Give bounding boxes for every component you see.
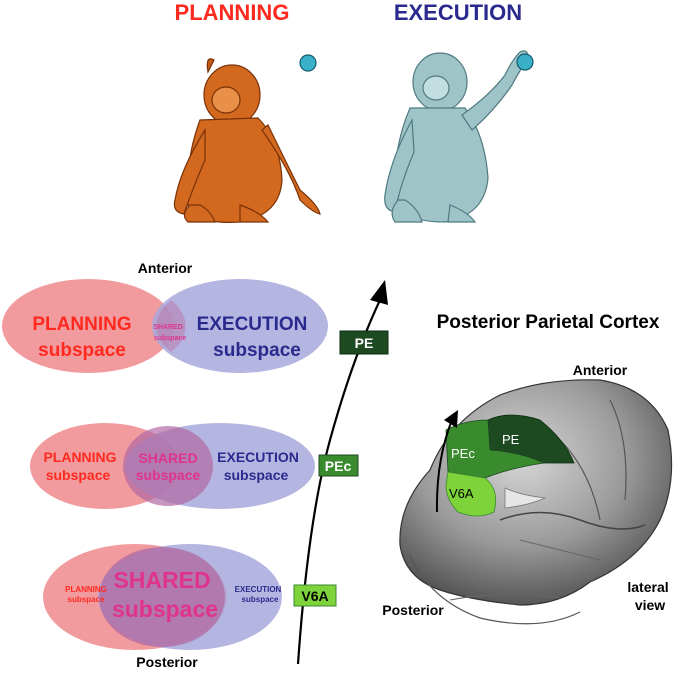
gradient-arrow bbox=[296, 299, 381, 665]
planning-label-line2: subspace bbox=[68, 595, 105, 604]
brain-anterior-label: Anterior bbox=[573, 362, 628, 378]
brain-area-pec bbox=[445, 419, 546, 479]
area-box-pec: PEc bbox=[318, 454, 359, 477]
planning-ellipse bbox=[2, 279, 174, 373]
shared-overlap bbox=[156, 300, 186, 352]
planning-label-line1: PLANNING bbox=[43, 449, 116, 465]
planning-label-line1: PLANNING bbox=[65, 585, 107, 594]
brain-view-label-line2: view bbox=[635, 597, 665, 613]
brain-area-pe-label: PE bbox=[502, 432, 520, 447]
execution-title: EXECUTION bbox=[394, 0, 522, 25]
gradient-arrow-head bbox=[370, 280, 388, 305]
execution-label-line2: subspace bbox=[242, 595, 279, 604]
execution-ellipse bbox=[152, 279, 328, 373]
area-box-pe: PE bbox=[339, 330, 389, 355]
shared-overlap bbox=[99, 547, 225, 647]
svg-text:PE: PE bbox=[355, 335, 374, 351]
subspace-row-pec: PLANNING subspace SHARED subspace EXECUT… bbox=[30, 423, 315, 509]
subspace-row-v6a: PLANNING subspace SHARED subspace EXECUT… bbox=[43, 544, 282, 650]
brain-area-v6a bbox=[445, 471, 497, 517]
execution-target-dot bbox=[516, 53, 534, 71]
execution-label-line1: EXECUTION bbox=[197, 314, 308, 335]
execution-label-line1: EXECUTION bbox=[217, 449, 299, 465]
area-box-v6a: V6A bbox=[293, 584, 337, 607]
execution-monkey-illustration bbox=[384, 50, 529, 223]
svg-text:V6A: V6A bbox=[301, 588, 328, 604]
brain-panel-title: Posterior Parietal Cortex bbox=[437, 312, 660, 333]
brain-posterior-label: Posterior bbox=[382, 602, 444, 618]
shared-overlap bbox=[123, 426, 213, 506]
planning-monkey-illustration bbox=[173, 58, 321, 223]
left-anterior-label: Anterior bbox=[138, 260, 193, 276]
execution-label-line1: EXECUTION bbox=[235, 585, 282, 594]
brain-gradient-arrow bbox=[435, 419, 453, 513]
shared-label-line2: subspace bbox=[136, 467, 201, 483]
subspace-row-pe: PLANNING subspace SHARED subspace EXECUT… bbox=[2, 279, 328, 373]
execution-label-line2: subspace bbox=[224, 467, 289, 483]
brain-area-v6a-label: V6A bbox=[449, 486, 474, 501]
planning-label-line2: subspace bbox=[46, 467, 111, 483]
shared-label-line1: SHARED bbox=[153, 324, 183, 331]
shared-label-line2: subspace bbox=[112, 596, 218, 622]
brain-gradient-arrow-head bbox=[444, 410, 458, 428]
left-posterior-label: Posterior bbox=[136, 654, 198, 670]
execution-label-line2: subspace bbox=[213, 340, 301, 361]
planning-label-line2: subspace bbox=[38, 340, 126, 361]
planning-label-line1: PLANNING bbox=[32, 314, 131, 335]
shared-label-line2: subspace bbox=[154, 335, 186, 342]
brain-view-label-line1: lateral bbox=[627, 579, 668, 595]
shared-label-line1: SHARED bbox=[138, 450, 197, 466]
brain-area-pec-label: PEc bbox=[451, 446, 475, 461]
planning-target-dot bbox=[299, 54, 317, 72]
planning-title: PLANNING bbox=[175, 0, 290, 25]
shared-label-line1: SHARED bbox=[113, 567, 210, 593]
svg-text:PEc: PEc bbox=[325, 458, 352, 474]
